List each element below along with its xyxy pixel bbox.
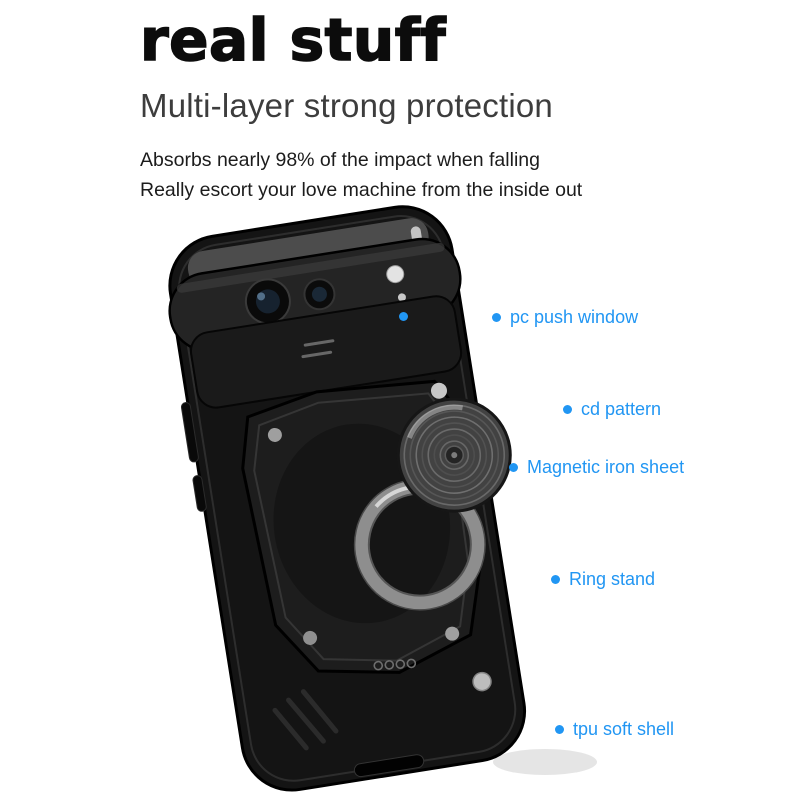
callout-dot-icon — [551, 575, 560, 584]
camera-visor — [168, 237, 462, 353]
camera-flash — [386, 265, 405, 284]
callout-label: Ring stand — [569, 569, 656, 589]
plate-screw — [267, 427, 282, 442]
callout-label: tpu soft shell — [573, 719, 675, 739]
callout-label: Magnetic iron sheet — [527, 457, 685, 477]
description-line-2: Really escort your love machine from the… — [140, 179, 583, 202]
plate-screw — [303, 630, 318, 645]
cd-pattern-disc — [396, 397, 512, 513]
description-text: Absorbs nearly 98% of the impact when fa… — [140, 145, 760, 205]
description-line-1: Absorbs nearly 98% of the impact when fa… — [140, 148, 540, 171]
callout-dot-icon — [492, 313, 501, 322]
speaker-holes — [373, 658, 417, 671]
callout-dot-icon — [509, 463, 518, 472]
callout-ring-stand: Ring stand — [551, 569, 655, 590]
callout-pc-push-window: pc push window — [492, 307, 638, 328]
callout-dot-icon — [555, 725, 564, 734]
callout-label: pc push window — [510, 307, 639, 327]
bottom-port — [353, 754, 425, 778]
callout-magnetic-iron-sheet: Magnetic iron sheet — [509, 457, 684, 478]
headline-block: real stuff Multi-layer strong protection… — [139, 6, 760, 205]
camera-sensor — [397, 293, 406, 302]
callout-cd-pattern: cd pattern — [563, 399, 661, 420]
callout-label: cd pattern — [581, 399, 662, 419]
callout-dot-icon — [563, 405, 572, 414]
callout-tpu-soft-shell: tpu soft shell — [555, 719, 674, 740]
case-texture-lines — [272, 689, 339, 751]
side-button-volume — [180, 402, 199, 463]
side-button-power — [192, 475, 207, 512]
pc-push-window-target-dot — [399, 312, 408, 321]
page-title: real stuff — [139, 6, 447, 74]
plate-screw — [431, 382, 448, 399]
plate-screw — [445, 626, 460, 641]
page-subtitle: Multi-layer strong protection — [140, 86, 553, 124]
case-shadow — [493, 749, 597, 775]
corner-bumper-detail — [472, 671, 492, 692]
